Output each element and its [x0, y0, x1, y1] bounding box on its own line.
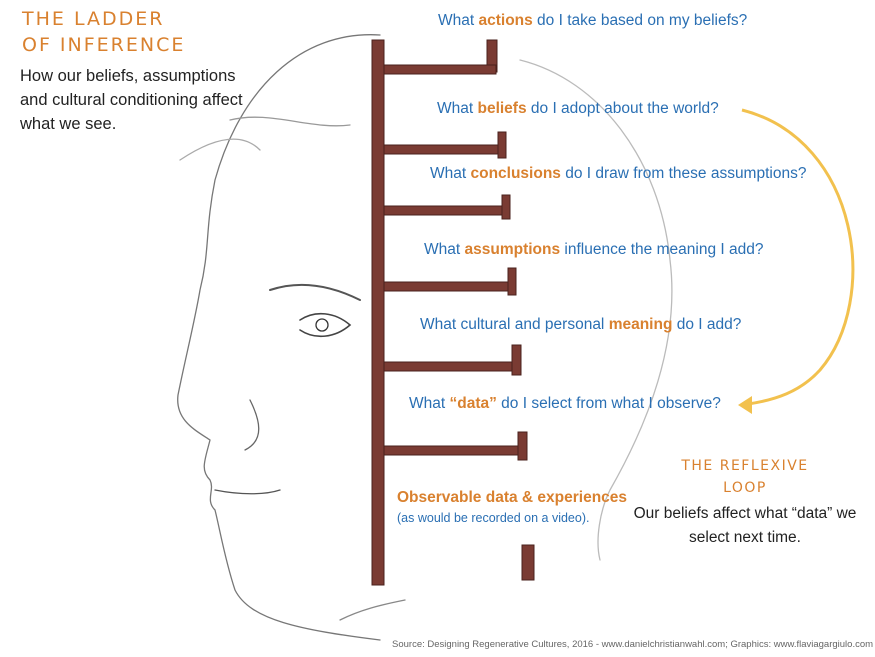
question-data: What “data” do I select from what I obse…	[409, 395, 721, 412]
ladder-rung	[383, 205, 507, 216]
ladder-rung-end	[517, 431, 528, 461]
title-line-2: OF INFERENCE	[22, 34, 186, 56]
face-sketch	[177, 34, 673, 641]
observable-data-title: Observable data & experiences	[397, 489, 628, 506]
reflexive-loop-title: THE REFLEXIVE LOOP	[660, 455, 830, 499]
question-actions: What actions do I take based on my belie…	[438, 12, 748, 29]
ladder-rung	[383, 361, 519, 372]
source-credit: Source: Designing Regenerative Cultures,…	[392, 639, 874, 650]
reflexive-loop-text: Our beliefs affect what “data” we select…	[633, 505, 857, 546]
title-line-1: THE LADDER	[22, 8, 165, 30]
ladder-rung	[383, 64, 497, 75]
ladder-rung	[383, 144, 505, 155]
observable-data-note: (as would be recorded on a video).	[397, 511, 590, 525]
arrowhead-icon	[738, 396, 752, 414]
ladder-rung-end	[507, 267, 517, 296]
ladder	[371, 39, 535, 586]
ladder-rung	[383, 445, 523, 456]
page-title: THE LADDER OF INFERENCE	[22, 6, 185, 58]
reflexive-loop-title-line-1: THE REFLEXIVE	[681, 458, 809, 474]
ladder-right-rail-bottom	[521, 544, 535, 581]
ladder-rung	[383, 281, 513, 292]
ladder-rung-end	[511, 344, 522, 376]
reflexive-loop-title-line-2: LOOP	[723, 480, 767, 496]
subtitle: How our beliefs, assumptions and cultura…	[20, 67, 243, 133]
question-meaning: What cultural and personal meaning do I …	[420, 316, 742, 333]
reflexive-loop-arrow	[738, 108, 855, 414]
ladder-left-rail	[371, 39, 385, 586]
ladder-rung-end	[501, 194, 511, 220]
question-conclusions: What conclusions do I draw from these as…	[430, 165, 807, 182]
question-beliefs: What beliefs do I adopt about the world?	[437, 100, 719, 117]
question-assumptions: What assumptions influence the meaning I…	[424, 241, 764, 258]
ladder-rung-end	[497, 131, 507, 159]
